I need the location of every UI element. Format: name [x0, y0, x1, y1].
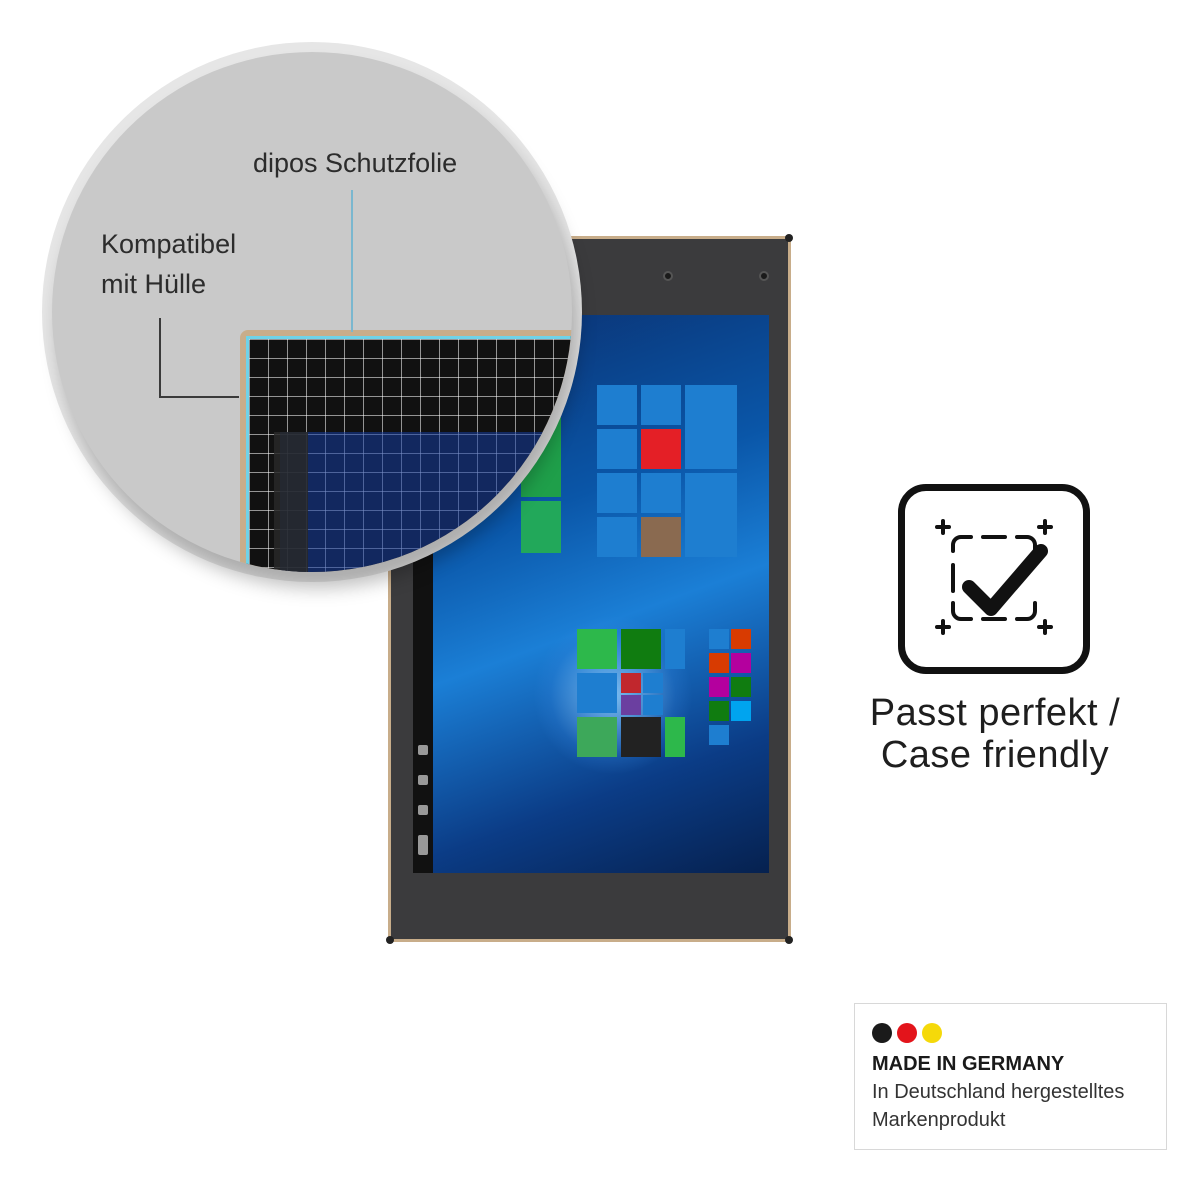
app-tile — [643, 673, 663, 693]
zoom-circle — [52, 52, 572, 572]
app-tile — [597, 517, 637, 557]
xbox-tile — [621, 629, 661, 669]
corner-dot — [785, 936, 793, 944]
taskbar-icon — [418, 745, 428, 755]
caption-line1: Passt perfekt / — [869, 692, 1121, 734]
skype-tile — [731, 701, 751, 721]
photos-tile — [641, 517, 681, 557]
app-tile — [709, 677, 729, 697]
app-tile — [641, 473, 681, 513]
case-label-line1: Kompatibel — [101, 229, 237, 259]
calendar-tile — [685, 473, 737, 557]
case-label-line2: mit Hülle — [101, 269, 207, 299]
app-tile — [709, 701, 729, 721]
office-tile — [641, 429, 681, 469]
app-tile — [665, 629, 685, 669]
app-tile — [643, 695, 663, 715]
app-tile — [731, 677, 751, 697]
app-tile — [597, 385, 637, 425]
taskbar-icon — [418, 775, 428, 785]
corner-dot — [785, 234, 793, 242]
badge-title: MADE IN GERMANY — [872, 1053, 1065, 1075]
game-tile — [577, 629, 617, 669]
shazam-tile — [577, 673, 617, 713]
made-in-germany-badge: MADE IN GERMANY In Deutschland hergestel… — [854, 1003, 1167, 1150]
app-tile — [665, 717, 685, 757]
taskbar-icon — [418, 805, 428, 815]
app-tile — [641, 385, 681, 425]
badge-line2: Markenprodukt — [872, 1109, 1006, 1131]
game-tile — [577, 717, 617, 757]
clock-icon — [418, 835, 428, 855]
case-leader-line — [159, 396, 239, 398]
camera-icon — [663, 271, 673, 281]
flag-dot-gold — [922, 1023, 942, 1043]
app-tile — [709, 725, 729, 745]
people-tile — [597, 429, 637, 469]
zoom-screen-content — [280, 432, 572, 572]
camera-icon — [759, 271, 769, 281]
caption-line2: Case friendly — [880, 734, 1110, 776]
mail-tile — [597, 473, 637, 513]
zoom-taskbar — [274, 432, 308, 572]
case-friendly-caption: Passt perfekt / Case friendly — [830, 692, 1160, 776]
app-tile — [621, 673, 641, 693]
cortana-tile — [685, 385, 737, 469]
app-tile — [709, 653, 729, 673]
app-tile — [731, 629, 751, 649]
app-tile — [709, 629, 729, 649]
case-friendly-icon — [898, 484, 1090, 674]
protector-leader-line — [351, 190, 353, 332]
flag-dot-black — [872, 1023, 892, 1043]
check-icon — [935, 519, 1053, 635]
case-leader-line — [159, 318, 161, 398]
app-tile — [731, 653, 751, 673]
corner-dot — [386, 936, 394, 944]
app-tile — [621, 695, 641, 715]
protector-label: dipos Schutzfolie — [253, 148, 458, 178]
flag-dot-red — [897, 1023, 917, 1043]
badge-line1: In Deutschland hergestelltes — [872, 1081, 1125, 1103]
halo-tile — [621, 717, 661, 757]
